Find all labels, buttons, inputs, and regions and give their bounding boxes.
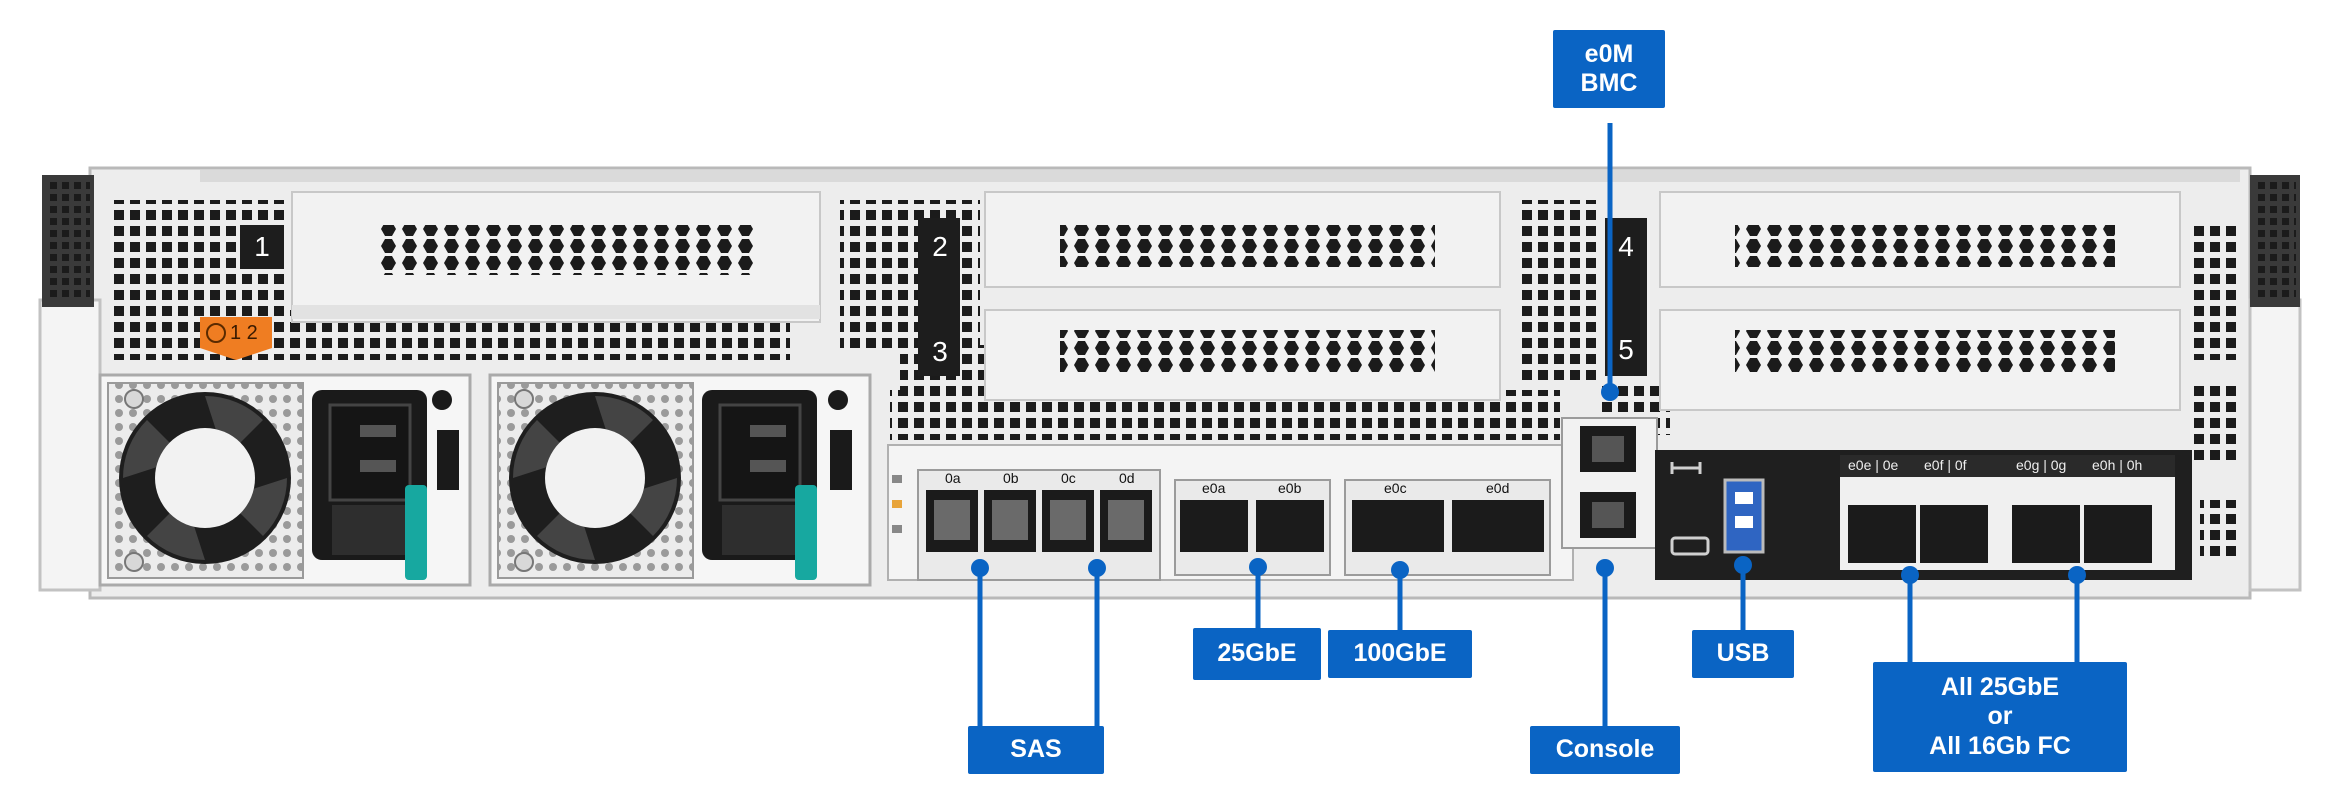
warning-badge	[200, 317, 272, 360]
callout-lines	[977, 123, 2080, 730]
port-label-e0d: e0d	[1486, 480, 1510, 496]
port-label-e0c: e0c	[1384, 480, 1407, 496]
port-label-e0e: e0e | 0e	[1848, 457, 1899, 473]
callout-25gbe: 25GbE	[1193, 628, 1321, 680]
callout-all-16gb-fc-line: All 16Gb FC	[1929, 731, 2071, 760]
callout-console: Console	[1530, 726, 1680, 774]
callout-bmc-line: BMC	[1580, 69, 1638, 97]
callout-all-25gbe-or-16gb-fc: All 25GbE or All 16Gb FC	[1873, 662, 2127, 772]
pcie-slot-1	[291, 191, 821, 323]
slot-number-1: 1	[240, 225, 284, 269]
callout-sas: SAS	[968, 726, 1104, 774]
left-rack-ear	[42, 175, 94, 307]
mini-usb-port	[1670, 536, 1710, 556]
slot-number-3: 3	[932, 336, 948, 367]
sas-ports	[917, 469, 1161, 581]
slot-tab-2-3	[918, 218, 960, 376]
power-supply-2	[488, 373, 872, 587]
status-leds	[892, 475, 902, 533]
callout-25gbe-text: 25GbE	[1217, 639, 1297, 668]
rj45-port-stack	[1561, 417, 1658, 549]
warning-triangle-icon	[206, 323, 226, 343]
callout-100gbe-text: 100GbE	[1353, 639, 1447, 668]
callout-console-text: Console	[1555, 735, 1655, 764]
pcie-slot-2	[984, 191, 1501, 288]
callout-or-line: or	[1987, 702, 2013, 731]
callout-dots	[971, 383, 2086, 584]
sas-port-label-0a: 0a	[945, 470, 961, 486]
pcie-slot-5	[1659, 309, 2181, 411]
release-handle-2	[795, 485, 817, 580]
slot-number-4: 4	[1618, 231, 1634, 262]
slot-number-2: 2	[932, 231, 948, 262]
callout-sas-text: SAS	[1010, 735, 1062, 764]
sas-port-label-0b: 0b	[1003, 470, 1019, 486]
sas-port-label-0c: 0c	[1061, 470, 1076, 486]
pcie-slot-3	[984, 309, 1501, 401]
power-supply-1	[98, 373, 472, 587]
25gbe-ports	[1174, 479, 1331, 576]
fan-1	[119, 392, 291, 564]
port-label-e0g: e0g | 0g	[2016, 457, 2067, 473]
callout-e0m-bmc: e0M BMC	[1553, 30, 1665, 108]
fan-2	[509, 392, 681, 564]
callout-100gbe: 100GbE	[1328, 630, 1472, 678]
port-label-e0a: e0a	[1202, 480, 1226, 496]
right-io-panel	[1655, 450, 2192, 580]
onboard-io-panel	[887, 444, 1574, 581]
100gbe-ports	[1344, 479, 1551, 576]
pcie-slot-4	[1659, 191, 2181, 288]
callout-usb: USB	[1692, 630, 1794, 678]
port-label-e0b: e0b	[1278, 480, 1302, 496]
callout-e0m-line: e0M	[1584, 39, 1634, 68]
sas-port-label-0d: 0d	[1119, 470, 1135, 486]
wrench-icon	[1670, 462, 1702, 474]
callout-usb-text: USB	[1716, 639, 1770, 668]
port-label-e0f: e0f | 0f	[1924, 457, 1967, 473]
callout-all-25gbe-line: All 25GbE	[1940, 672, 2060, 701]
release-handle-1	[405, 485, 427, 580]
right-rack-ear	[2250, 175, 2300, 307]
slot-number-5: 5	[1618, 334, 1634, 365]
warning-badge-label: 1 2	[230, 322, 258, 344]
port-label-e0h: e0h | 0h	[2092, 457, 2143, 473]
